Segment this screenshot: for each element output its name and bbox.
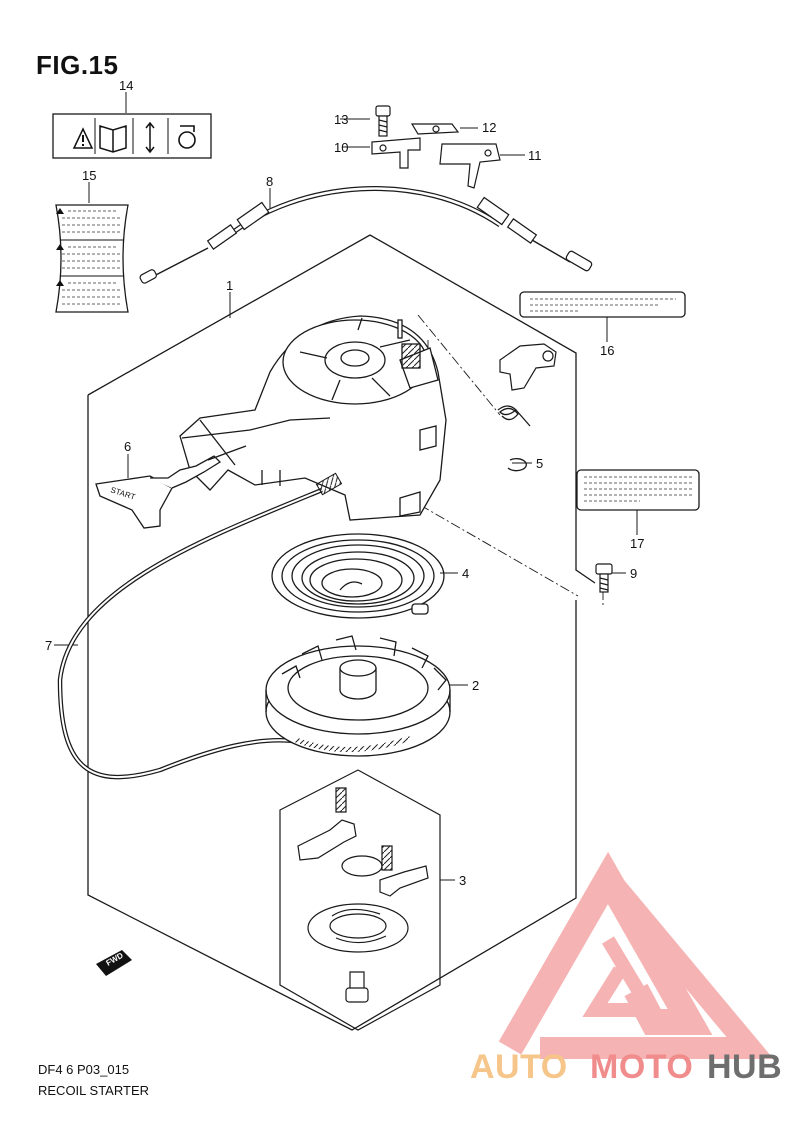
callout-3: 3: [459, 873, 466, 888]
figure-title: FIG.15: [36, 50, 119, 80]
handle-6: START: [95, 445, 247, 529]
manual-book-icon: [99, 124, 127, 153]
callout-17: 17: [630, 536, 644, 551]
callout-7: 7: [45, 638, 52, 653]
bracket-10: [371, 137, 421, 169]
label-17: [576, 469, 700, 511]
callout-14: 14: [119, 78, 133, 93]
watermark-auto: AUTO: [470, 1048, 568, 1086]
snap-ring-5: [507, 458, 527, 472]
fwd-arrow-icon: FWD: [96, 950, 132, 976]
callout-5: 5: [536, 456, 543, 471]
figure-code: DF4 6 P03_015: [38, 1062, 130, 1077]
callout-1: 1: [226, 278, 233, 293]
callout-4: 4: [462, 566, 469, 581]
leader-lines: [54, 92, 638, 881]
callout-2: 2: [472, 678, 479, 693]
bracket-11: [439, 143, 501, 189]
callout-12: 12: [482, 120, 496, 135]
padlock-icon: [178, 125, 196, 149]
spring-4: [271, 533, 445, 619]
bolt-13: [375, 105, 391, 137]
watermark-logo-icon: [498, 851, 774, 1059]
spring-small: [497, 405, 531, 427]
reel-2: [265, 635, 451, 757]
label-16: [519, 291, 686, 318]
watermark-hub: HUB: [707, 1048, 783, 1086]
guide-bracket: [499, 343, 557, 391]
clip-12: [410, 123, 460, 135]
callout-13: 13: [334, 112, 348, 127]
callout-15: 15: [82, 168, 96, 183]
bolt-9: [595, 563, 613, 593]
callout-10: 10: [334, 140, 348, 155]
figure-name: RECOIL STARTER: [38, 1083, 150, 1098]
callout-11: 11: [528, 148, 542, 163]
subassembly-frame: [279, 769, 441, 1031]
arrows-updown-icon: [145, 121, 155, 154]
warning-decal-14: [52, 113, 212, 159]
ratchet-parts-3: [297, 787, 429, 1003]
recoil-housing-1: [179, 315, 447, 521]
assembly-frame: [87, 234, 596, 1031]
rope-7: [57, 472, 343, 780]
cable-8: [139, 186, 593, 284]
callout-6: 6: [124, 439, 131, 454]
callout-numbers: 14 15 8 1 6 7 13 10 12 11 16 17 5 9 4 2 …: [45, 78, 644, 888]
callout-8: 8: [266, 174, 273, 189]
callout-16: 16: [600, 343, 614, 358]
callout-9: 9: [630, 566, 637, 581]
warning-triangle-icon: [72, 127, 94, 149]
warning-label-15: [55, 204, 129, 313]
watermark-moto: MOTO: [590, 1048, 694, 1086]
